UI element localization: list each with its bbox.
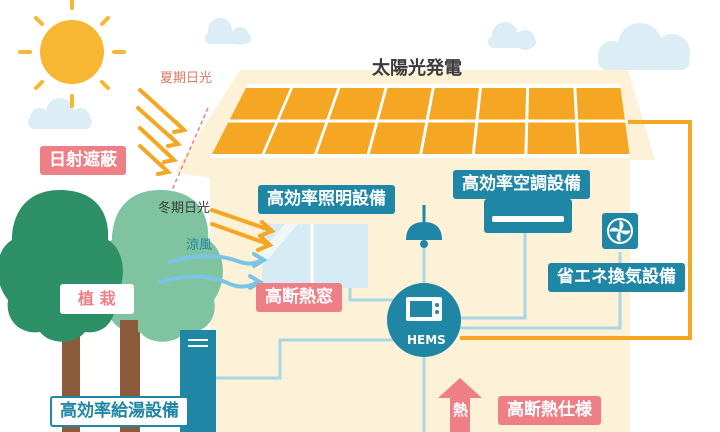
- heat-arrow-icon: [438, 378, 482, 432]
- hems-hub: [387, 283, 461, 357]
- cloud-icon: [205, 18, 251, 45]
- solar-cell: [527, 122, 577, 154]
- solar-cell: [478, 88, 527, 120]
- solar-cell: [317, 122, 376, 154]
- lamp-icon: [406, 205, 442, 248]
- solar-cell: [379, 88, 432, 120]
- hems-label: HEMS: [407, 333, 446, 347]
- cloud-icon: [28, 98, 92, 129]
- insulation-label: 高断熱仕様: [498, 396, 601, 425]
- solar-cell: [576, 88, 625, 120]
- shade-label: 日射遮蔽: [40, 146, 126, 175]
- solar-cell: [474, 122, 526, 154]
- solar-cell: [422, 122, 476, 154]
- fan-icon: [602, 213, 638, 249]
- shade-eave-line: [171, 107, 209, 191]
- solar-cell: [229, 88, 291, 120]
- solar-cell: [578, 122, 630, 154]
- solar-cell: [329, 88, 385, 120]
- solar-cell: [212, 122, 276, 154]
- breeze-arrows: [158, 252, 268, 290]
- aircon-label: 高効率空調設備: [453, 170, 590, 199]
- power-line: [460, 120, 692, 340]
- sun-icon: [18, 0, 126, 108]
- planting-label: 植 栽: [60, 284, 134, 314]
- solar-cell: [428, 88, 479, 120]
- solar-cell: [369, 122, 426, 154]
- cloud-icon: [598, 23, 690, 70]
- solar-cell: [279, 88, 338, 120]
- summer-sun-arrows: [136, 88, 189, 176]
- solar-cell: [528, 88, 576, 120]
- cloud-icon: [488, 22, 536, 50]
- heat-label: 熱: [453, 401, 469, 419]
- ventilation-label: 省エネ換気設備: [548, 263, 685, 292]
- window-label: 高断熱窓: [256, 283, 342, 312]
- lighting-label: 高効率照明設備: [258, 185, 395, 214]
- solar-panel: [210, 84, 630, 158]
- solar-label: 太陽光発電: [372, 58, 462, 79]
- window: [262, 224, 368, 288]
- solar-cell: [264, 122, 326, 154]
- water-heater-label: 高効率給湯設備: [50, 396, 189, 427]
- summer-sun-label: 夏期日光: [160, 71, 213, 86]
- winter-sun-arrows: [210, 208, 276, 252]
- breeze-label: 涼風: [186, 238, 213, 253]
- winter-sun-label: 冬期日光: [158, 201, 211, 216]
- aircon-icon: [484, 199, 572, 233]
